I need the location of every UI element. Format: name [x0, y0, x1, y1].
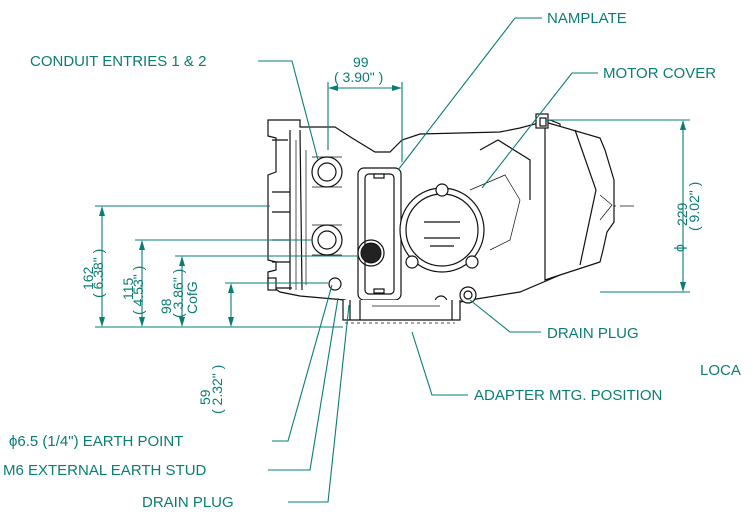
nameplate-label: NAMPLATE	[547, 10, 627, 27]
dimension-229-symbol: ϕ	[671, 244, 687, 252]
dimension-98-value: 98	[158, 298, 174, 314]
dimension-99-inch: ( 3.90" )	[334, 69, 383, 85]
leader-lines	[258, 17, 598, 503]
actuator-body	[95, 113, 635, 324]
dimension-162-value: 162	[80, 266, 96, 290]
dimension-98-inch: ( 3.86" )	[170, 269, 186, 318]
dimension-lines	[95, 82, 690, 328]
dimension-59-inch: ( 2.32" )	[209, 365, 225, 414]
dimension-99-value: 99	[353, 54, 369, 70]
earth-point-label: ϕ6.5 (1/4") EARTH POINT	[9, 433, 183, 450]
conduit-entries-label: CONDUIT ENTRIES 1 & 2	[30, 53, 206, 70]
loca-label: LOCA	[700, 362, 741, 379]
adapter-mtg-position-label: ADAPTER MTG. POSITION	[474, 387, 662, 404]
dimension-115-inch: ( 4.53" )	[130, 266, 146, 315]
cofg-label: CofG	[184, 281, 200, 314]
drain-plug-bottom-label: DRAIN PLUG	[142, 494, 234, 511]
dimension-59-value: 59	[197, 389, 213, 405]
dimension-229-inch: ( 9.02" )	[686, 182, 702, 231]
external-earth-stud-label: M6 EXTERNAL EARTH STUD	[3, 462, 207, 479]
dimension-162-inch: ( 6.38" )	[90, 249, 106, 298]
dimension-229-value: 229	[674, 202, 690, 226]
dimension-115-value: 115	[120, 277, 136, 300]
motor-cover-label: MOTOR COVER	[603, 65, 716, 82]
drain-plug-right-label: DRAIN PLUG	[547, 325, 639, 342]
